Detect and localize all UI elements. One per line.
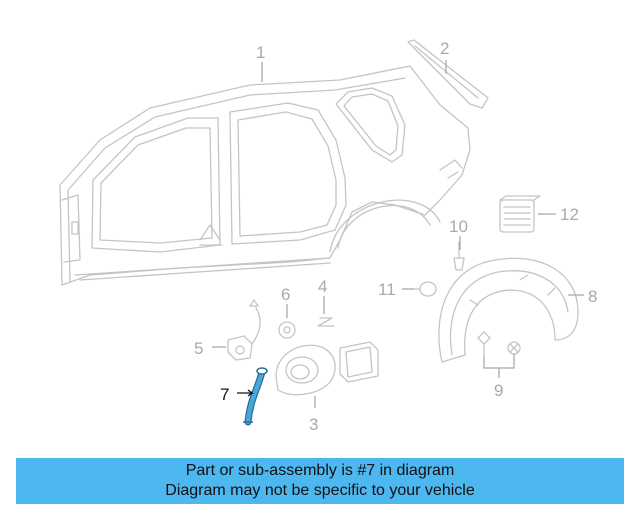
wheelhouse-liner (438, 257, 579, 363)
grommet-part-6 (278, 321, 296, 339)
spring-part-4 (317, 317, 335, 327)
callout-5: 5 (194, 339, 203, 358)
callout-3: 3 (309, 415, 318, 434)
callout-8: 8 (588, 287, 597, 306)
clip-part-11 (413, 281, 437, 297)
actuator-part-5 (227, 299, 261, 361)
callout-11: 11 (378, 280, 396, 299)
callout-4: 4 (318, 277, 327, 296)
leader-lines (212, 60, 584, 408)
callout-6: 6 (281, 285, 290, 304)
callout-2: 2 (440, 39, 449, 58)
caption-line-2: Diagram may not be specific to your vehi… (165, 482, 475, 499)
caption-banner: Part or sub-assembly is #7 in diagram Di… (16, 458, 624, 504)
callout-9: 9 (494, 381, 503, 400)
callout-1: 1 (256, 43, 265, 62)
callout-12: 12 (560, 205, 579, 224)
pressure-vent (499, 195, 541, 233)
fasteners-part-9 (477, 331, 521, 357)
parts-diagram: 1 2 3 4 5 6 7 8 9 10 11 12 (59, 39, 597, 434)
caption-line-1: Part or sub-assembly is #7 in diagram (185, 462, 455, 479)
body-side-panel (59, 65, 471, 286)
callout-10: 10 (449, 217, 468, 236)
fuel-door-assembly (275, 341, 379, 396)
bolt-part-10 (453, 241, 465, 271)
callout-7: 7 (220, 385, 229, 404)
filler-hose-part-7 (243, 367, 268, 426)
